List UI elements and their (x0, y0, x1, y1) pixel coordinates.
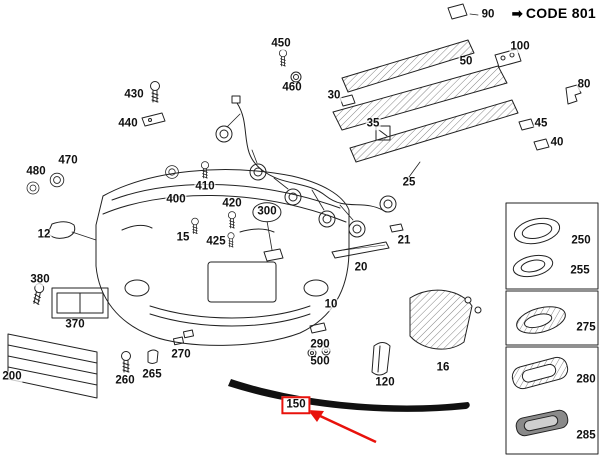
arrow-icon: ➡ (511, 5, 523, 21)
part-callout-150[interactable]: 150 (281, 396, 311, 414)
part-callout-370[interactable]: 370 (64, 318, 86, 331)
part-callout-15[interactable]: 15 (175, 231, 191, 244)
part-callout-120[interactable]: 120 (374, 376, 396, 389)
center-grille-art (51, 287, 109, 319)
side-panel-art (505, 202, 599, 455)
part-callout-430[interactable]: 430 (123, 88, 145, 101)
part-callout-30[interactable]: 30 (326, 89, 342, 102)
part-callout-400[interactable]: 400 (165, 193, 187, 206)
part-callout-460[interactable]: 460 (281, 81, 303, 94)
part-callout-16[interactable]: 16 (435, 361, 451, 374)
impact-absorber-art (332, 65, 519, 178)
part-callout-12[interactable]: 12 (36, 228, 52, 241)
part-callout-450[interactable]: 450 (270, 37, 292, 50)
part-callout-40[interactable]: 40 (549, 136, 565, 149)
lower-grille-strip-art (7, 333, 98, 399)
part-callout-470[interactable]: 470 (57, 154, 79, 167)
part-callout-420[interactable]: 420 (221, 197, 243, 210)
part-callout-270[interactable]: 270 (170, 348, 192, 361)
part-callout-480[interactable]: 480 (25, 165, 47, 178)
part-callout-200[interactable]: 200 (1, 370, 23, 383)
part-callout-21[interactable]: 21 (396, 234, 412, 247)
fixings-art (31, 49, 404, 373)
part-callout-20[interactable]: 20 (353, 261, 369, 274)
part-callout-260[interactable]: 260 (114, 374, 136, 387)
part-callout-80[interactable]: 80 (576, 78, 592, 91)
wiring-harness-art (215, 95, 397, 262)
code-label: CODE 801 (525, 5, 596, 21)
part-callout-255[interactable]: 255 (569, 264, 591, 277)
code-badge: ➡ CODE 801 (512, 5, 596, 21)
part-callout-425[interactable]: 425 (205, 235, 227, 248)
part-callout-440[interactable]: 440 (117, 117, 139, 130)
part-callout-25[interactable]: 25 (401, 176, 417, 189)
part-callout-410[interactable]: 410 (194, 180, 216, 193)
lower-trim-strip-art (228, 379, 470, 412)
part-callout-500[interactable]: 500 (309, 355, 331, 368)
part-callout-380[interactable]: 380 (29, 273, 51, 286)
part-callout-290[interactable]: 290 (309, 338, 331, 351)
part-callout-265[interactable]: 265 (141, 368, 163, 381)
part-callout-35[interactable]: 35 (365, 117, 381, 130)
part-callout-250[interactable]: 250 (570, 234, 592, 247)
part-callout-275[interactable]: 275 (575, 321, 597, 334)
bumper-fascia-art (95, 169, 350, 346)
side-brackets-art (371, 289, 482, 376)
part-callout-285[interactable]: 285 (575, 429, 597, 442)
part-callout-300[interactable]: 300 (252, 202, 282, 222)
part-callout-10[interactable]: 10 (323, 298, 339, 311)
part-callout-100[interactable]: 100 (509, 40, 531, 53)
part-callout-45[interactable]: 45 (533, 117, 549, 130)
part-callout-90[interactable]: 90 (480, 8, 496, 21)
highlight-arrow (308, 410, 377, 444)
part-callout-280[interactable]: 280 (575, 373, 597, 386)
part-callout-50[interactable]: 50 (458, 55, 474, 68)
crossmember-art (341, 39, 475, 93)
